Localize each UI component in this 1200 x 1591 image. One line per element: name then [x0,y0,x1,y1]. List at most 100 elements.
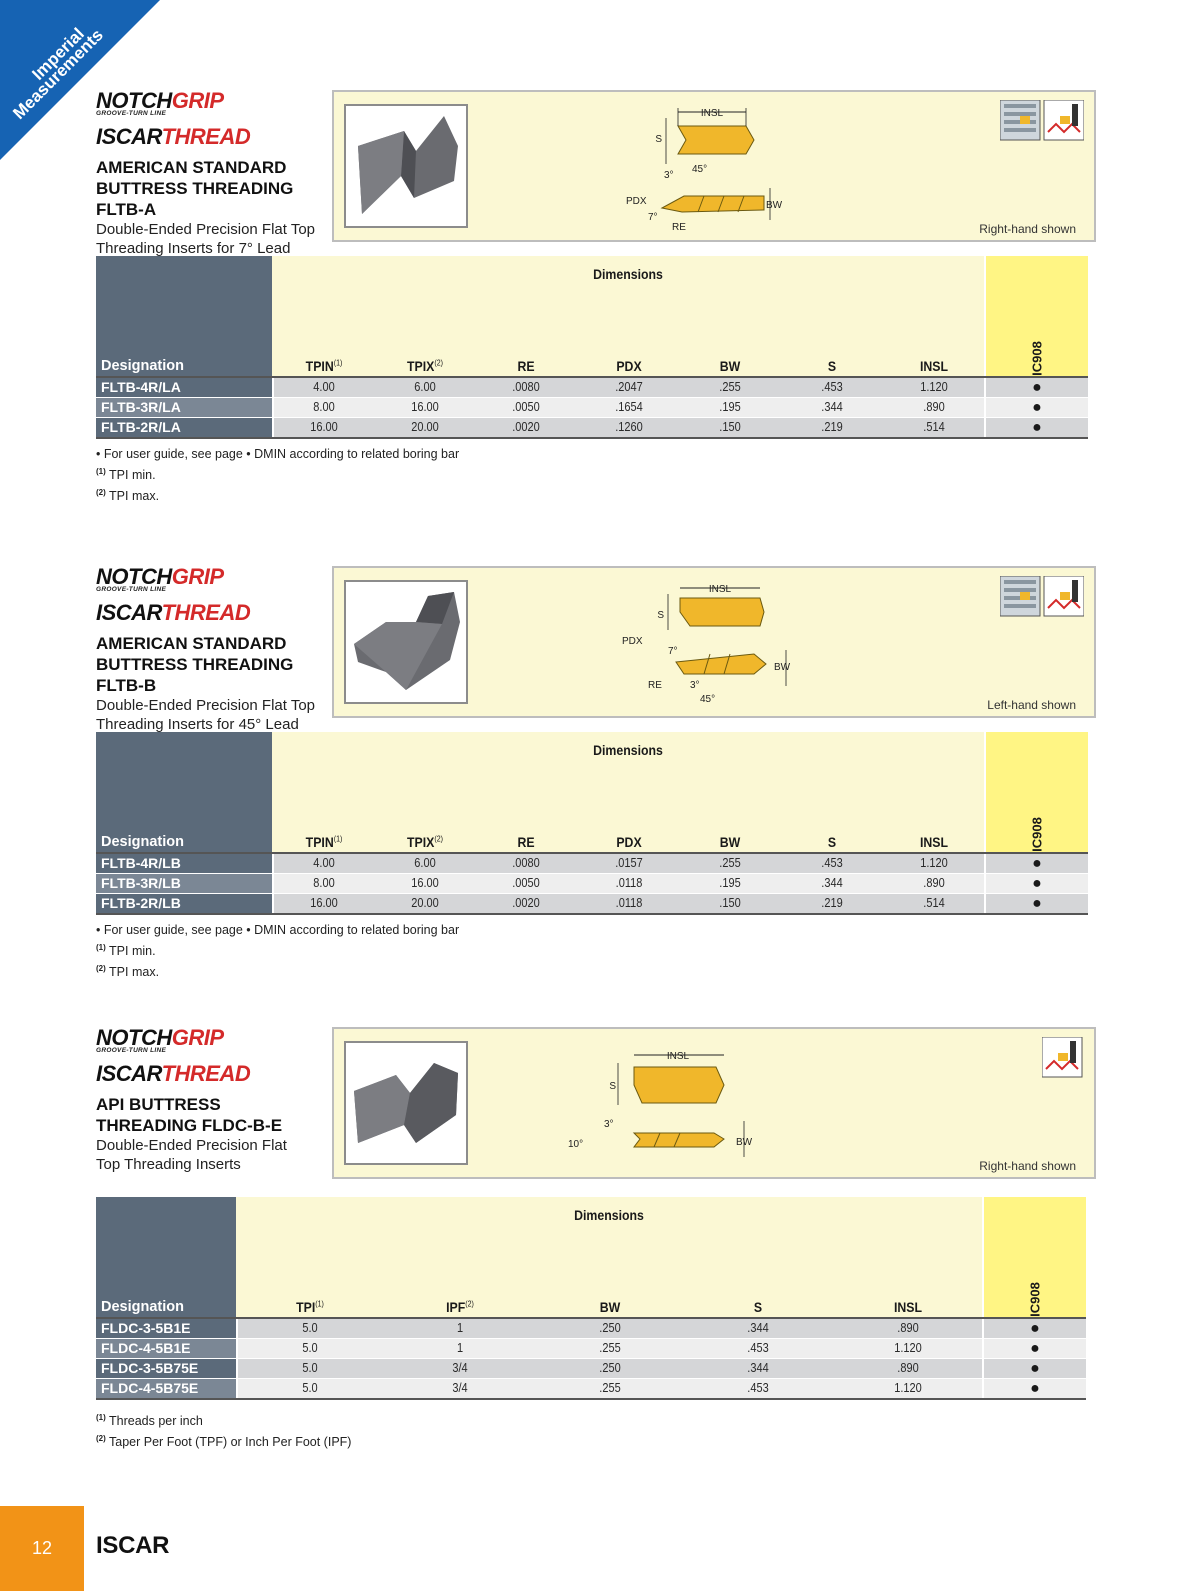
note-line: • For user guide, see page • DMIN accord… [96,447,460,461]
svg-text:3°: 3° [690,680,700,691]
diagram-panel: INSL S PDX 7° RE 3° 45° BW Left-hand sho… [332,566,1096,718]
col-ipf: IPF(2) [446,1299,474,1315]
col-s: S [753,1299,763,1315]
col-bw: BW [719,834,741,850]
insert-image-icon [354,592,460,690]
product-header: NOTCHGRIP GROOVE-TURN LINE ISCARTHREAD A… [96,90,326,258]
svg-text:INSL: INSL [701,108,724,119]
notch-grip-logo: NOTCHGRIP [96,564,224,589]
handed-note: Right-hand shown [979,1159,1076,1173]
svg-text:PDX: PDX [622,636,643,647]
groove-turn-line-text: GROOVE-TURN LINE [96,1047,167,1054]
svg-text:INSL: INSL [667,1051,690,1062]
footnote-2: (2) Taper Per Foot (TPF) or Inch Per Foo… [96,1434,352,1450]
col-pdx: PDX [616,834,642,850]
svg-text:RE: RE [672,222,686,233]
svg-text:10°: 10° [568,1139,583,1150]
footnote-2: (2) TPI max. [96,488,160,504]
footnote-2: (2) TPI max. [96,964,160,980]
dimensions-header: Dimensions TPIN(1) TPIX(2) RE PDX BW S I… [272,256,984,376]
svg-text:3°: 3° [604,1119,614,1130]
col-tpin: TPIN(1) [305,358,343,374]
col-tpix: TPIX(2) [407,358,443,374]
grade-header: IC908 [984,1197,1086,1317]
designation-header: Designation [96,256,272,376]
svg-text:BW: BW [774,662,791,673]
section-fltb-a: NOTCHGRIP GROOVE-TURN LINE ISCARTHREAD A… [96,90,1104,503]
page-number: 12 [0,1506,84,1591]
col-s: S [827,834,837,850]
notes: • For user guide, see page • DMIN accord… [96,446,459,505]
handed-note: Right-hand shown [979,222,1076,236]
application-icons [1000,576,1084,617]
iscar-thread-logo: ISCARTHREAD [96,600,251,625]
insert-image-icon [354,1063,458,1143]
designation-header: Designation [96,1197,236,1317]
svg-text:3°: 3° [664,170,674,181]
notch-grip-logo: NOTCHGRIP [96,88,224,113]
col-bw: BW [599,1299,621,1315]
footer-brand-logo: ISCAR [96,1532,170,1559]
grade-header: IC908 [986,256,1088,376]
svg-text:RE: RE [648,680,662,691]
designation-header: Designation [96,732,272,852]
groove-turn-line-text: GROOVE-TURN LINE [96,586,167,593]
svg-text:PDX: PDX [626,196,647,207]
svg-text:INSL: INSL [709,584,732,595]
svg-text:45°: 45° [692,164,707,175]
col-pdx: PDX [616,358,642,374]
product-header: NOTCHGRIP GROOVE-TURN LINE ISCARTHREAD A… [96,1027,326,1174]
grade-header: IC908 [986,732,1088,852]
footnote-1: (1) Threads per inch [96,1413,203,1429]
product-header: NOTCHGRIP GROOVE-TURN LINE ISCARTHREAD A… [96,566,326,734]
diagram-panel: INSL S 3° 10° BW Right-hand shown [332,1027,1096,1179]
dimensions-table: Designation Dimensions TPIN(1) TPIX(2) R… [96,256,1088,439]
col-re: RE [517,834,535,850]
svg-text:7°: 7° [668,646,678,657]
notch-grip-logo: NOTCHGRIP [96,1025,224,1050]
application-icons [1000,100,1084,141]
col-tpi: TPI(1) [296,1299,324,1315]
technical-drawing: INSL S PDX 7° RE 3° 45° BW [622,584,791,705]
insert-photo [344,580,468,704]
col-bw: BW [719,358,741,374]
col-re: RE [517,358,535,374]
iscar-thread-logo: ISCARTHREAD [96,124,251,149]
svg-text:S: S [655,134,662,145]
col-insl: INSL [919,358,949,374]
application-icon [1042,1037,1083,1078]
section-fldc-b-e: NOTCHGRIP GROOVE-TURN LINE ISCARTHREAD A… [96,1027,1104,1449]
col-tpix: TPIX(2) [407,834,443,850]
iscar-thread-logo: ISCARTHREAD [96,1061,251,1086]
svg-text:S: S [609,1081,616,1092]
svg-text:7°: 7° [648,212,658,223]
notes: • For user guide, see page • DMIN accord… [96,922,459,981]
col-insl: INSL [919,834,949,850]
col-insl: INSL [893,1299,923,1315]
notes: (1) Threads per inch (2) Taper Per Foot … [96,1409,351,1451]
diagram-panel: INSL S 3° 45° PDX 7° RE BW Right-hand sh… [332,90,1096,242]
technical-drawing: INSL S 3° 10° BW [568,1051,753,1157]
footnote-1: (1) TPI min. [96,467,156,483]
dimensions-table: Designation Dimensions TPI(1) IPF(2) BW … [96,1197,1086,1400]
footnote-1: (1) TPI min. [96,943,156,959]
insert-photo [344,104,468,228]
section-fltb-b: NOTCHGRIP GROOVE-TURN LINE ISCARTHREAD A… [96,566,1104,979]
dimensions-header: Dimensions TPI(1) IPF(2) BW S INSL [236,1197,982,1317]
groove-turn-line-text: GROOVE-TURN LINE [96,110,167,117]
insert-photo [344,1041,468,1165]
